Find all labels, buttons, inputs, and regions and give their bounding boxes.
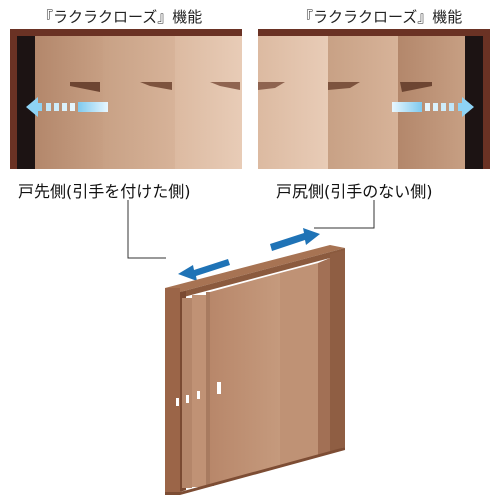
left-arrow-icon [26, 97, 108, 117]
back-side-label: 戸尻側(引手のない側) [276, 182, 433, 201]
left-panel [10, 29, 242, 169]
door-arrow-right [270, 228, 320, 251]
leader-lines [127, 200, 375, 259]
front-side-label: 戸先側(引手を付けた側) [18, 182, 191, 201]
door-unit [165, 245, 345, 495]
right-panel-caption: 『ラクラクローズ』機能 [298, 8, 463, 26]
right-arrow-icon [392, 97, 474, 117]
left-panel-caption: 『ラクラクローズ』機能 [38, 8, 203, 26]
right-panel [258, 29, 490, 169]
door-arrow-left [178, 259, 230, 281]
